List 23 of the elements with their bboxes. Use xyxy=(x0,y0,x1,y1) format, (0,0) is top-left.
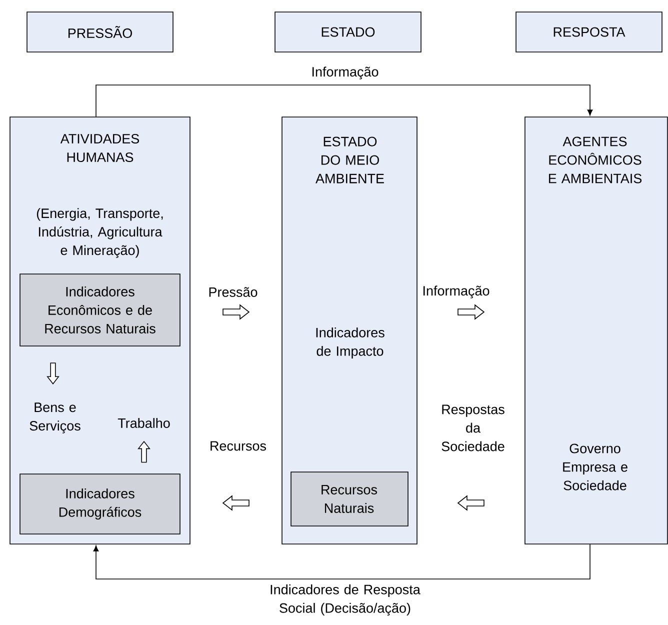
flow-text: Bens e Serviços xyxy=(30,402,80,434)
indicator-box: Indicadores Demográficos xyxy=(20,474,180,534)
indicator-box: Recursos Naturais xyxy=(290,472,408,526)
edge-label: Respostas da Sociedade xyxy=(442,404,504,452)
block-arrow xyxy=(138,440,150,463)
flow-text: Trabalho xyxy=(118,418,170,428)
panel-box: AGENTES ECONÔMICOS E AMBIENTAIS Governo Empresa e Sociedade xyxy=(524,116,668,544)
arrow xyxy=(93,544,590,580)
header-box: PRESSÃO xyxy=(26,12,174,52)
header-box: ESTADO xyxy=(274,12,422,52)
block-arrow xyxy=(222,495,250,511)
edge-label: Recursos xyxy=(210,441,266,451)
block-arrow xyxy=(46,362,60,384)
edge-label: Indicadores de Resposta Social (Decisão/ação) xyxy=(270,584,420,616)
arrow xyxy=(96,84,593,117)
edge-label: Pressão xyxy=(209,287,258,297)
block-arrow xyxy=(457,495,484,511)
header-box: RESPOSTA xyxy=(516,12,662,52)
edge-label: Informação xyxy=(312,66,378,80)
block-arrow xyxy=(222,304,250,320)
block-arrow xyxy=(458,304,485,320)
edge-label: Informação xyxy=(423,286,490,298)
indicator-box: Indicadores Econômicos e de Recursos Naturais xyxy=(20,274,180,346)
